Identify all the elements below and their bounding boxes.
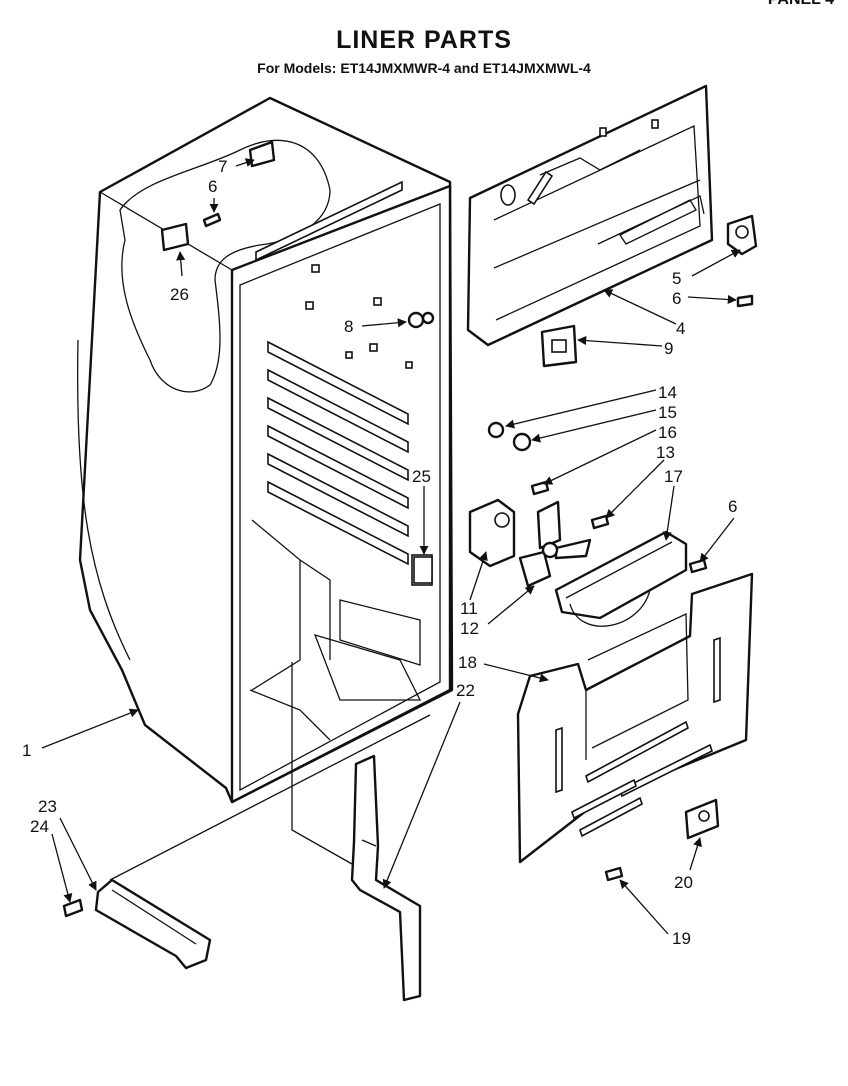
callout-4: 4 <box>676 319 685 338</box>
callout-20: 20 <box>674 873 693 892</box>
screw-6-left <box>202 212 222 228</box>
screw-6-right <box>736 294 754 308</box>
hinge-bracket-left <box>160 222 190 252</box>
grommet-15 <box>512 432 532 452</box>
fan-blade <box>518 500 592 588</box>
screw-24 <box>62 898 84 918</box>
callout-26: 26 <box>170 285 189 304</box>
cabinet-liner <box>77 96 454 804</box>
callout-25: 25 <box>412 467 431 486</box>
clip-8 <box>407 311 435 329</box>
screw-6-fan <box>688 558 708 574</box>
callout-24: 24 <box>30 817 49 836</box>
screw-13 <box>590 514 610 530</box>
callout-19: 19 <box>672 929 691 948</box>
evaporator-cover-panel <box>466 84 714 347</box>
fan-motor <box>468 498 516 568</box>
callout-14: 14 <box>658 383 677 402</box>
divider-trim <box>350 754 422 1002</box>
callout-8: 8 <box>344 317 353 336</box>
callout-15: 15 <box>658 403 677 422</box>
callout-1: 1 <box>22 741 31 760</box>
damper-bracket <box>726 214 758 256</box>
callout-13: 13 <box>656 443 675 462</box>
nut-14 <box>487 421 505 439</box>
callout-18: 18 <box>458 653 477 672</box>
shelf-rail <box>94 878 212 970</box>
callout-9: 9 <box>664 339 673 358</box>
callout-7: 7 <box>218 157 227 176</box>
label-plate <box>413 556 433 584</box>
page-subtitle: For Models: ET14JMXMWR-4 and ET14JMXMWL-… <box>257 60 591 76</box>
screw-19 <box>604 866 624 882</box>
callout-11: 11 <box>460 599 478 618</box>
callout-leaders <box>41 158 741 935</box>
callout-17: 17 <box>664 467 683 486</box>
panel-label: PANEL 4 <box>768 0 834 9</box>
freezer-back-panel <box>516 572 754 864</box>
callout-22: 22 <box>456 681 475 700</box>
sensor-bracket <box>684 798 720 840</box>
page-title: LINER PARTS <box>336 26 512 54</box>
screw-16 <box>530 480 550 496</box>
callout-6-left: 6 <box>208 177 217 196</box>
callout-23: 23 <box>38 797 57 816</box>
callout-6-right: 6 <box>672 289 681 308</box>
callout-12: 12 <box>460 619 479 638</box>
callout-16: 16 <box>658 423 677 442</box>
callout-5: 5 <box>672 269 681 288</box>
callout-6-fan: 6 <box>728 497 737 516</box>
thermostat-plate <box>540 324 578 368</box>
